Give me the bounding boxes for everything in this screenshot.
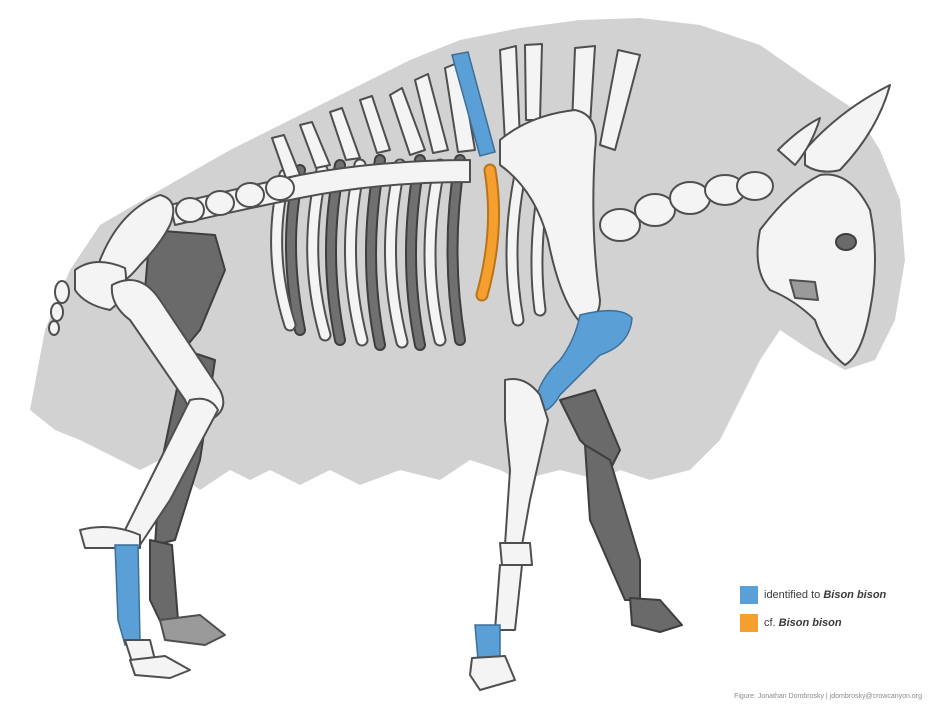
cervical-vertebra xyxy=(737,172,773,200)
tail-vertebra xyxy=(55,281,69,303)
vertebra xyxy=(176,198,204,222)
metacarpal xyxy=(495,565,522,630)
fore-hoof xyxy=(470,656,515,690)
metatarsal-identified-bison xyxy=(115,545,140,645)
legend-swatch-blue xyxy=(740,586,758,604)
eye-orbit xyxy=(836,234,856,250)
vertebra xyxy=(266,176,294,200)
cervical-vertebra xyxy=(600,209,640,241)
legend-label-cf: cf. Bison bison xyxy=(764,617,842,629)
cervical-vertebra xyxy=(670,182,710,214)
legend-swatch-orange xyxy=(740,614,758,632)
fore-phalanx-identified-bison xyxy=(475,625,500,660)
vertebra xyxy=(206,191,234,215)
teeth-row xyxy=(790,280,818,300)
hind-hoof xyxy=(130,656,190,678)
figure-credit: Figure: Jonathan Dombrosky | jdombrosky@… xyxy=(734,693,922,700)
far-hindlimb-metatarsal xyxy=(150,540,178,625)
legend: identified to Bison bison cf. Bison biso… xyxy=(740,584,920,640)
tail-vertebra xyxy=(49,321,59,335)
tail-vertebra xyxy=(51,303,63,321)
vertebra xyxy=(236,183,264,207)
far-fore-hoof xyxy=(630,598,682,632)
legend-item-cf: cf. Bison bison xyxy=(740,612,920,634)
thoracic-spine xyxy=(525,44,542,120)
far-hind-hoof xyxy=(160,615,225,645)
cervical-vertebra xyxy=(635,194,675,226)
legend-item-identified: identified to Bison bison xyxy=(740,584,920,606)
carpals xyxy=(500,543,532,565)
legend-label-identified: identified to Bison bison xyxy=(764,589,886,601)
